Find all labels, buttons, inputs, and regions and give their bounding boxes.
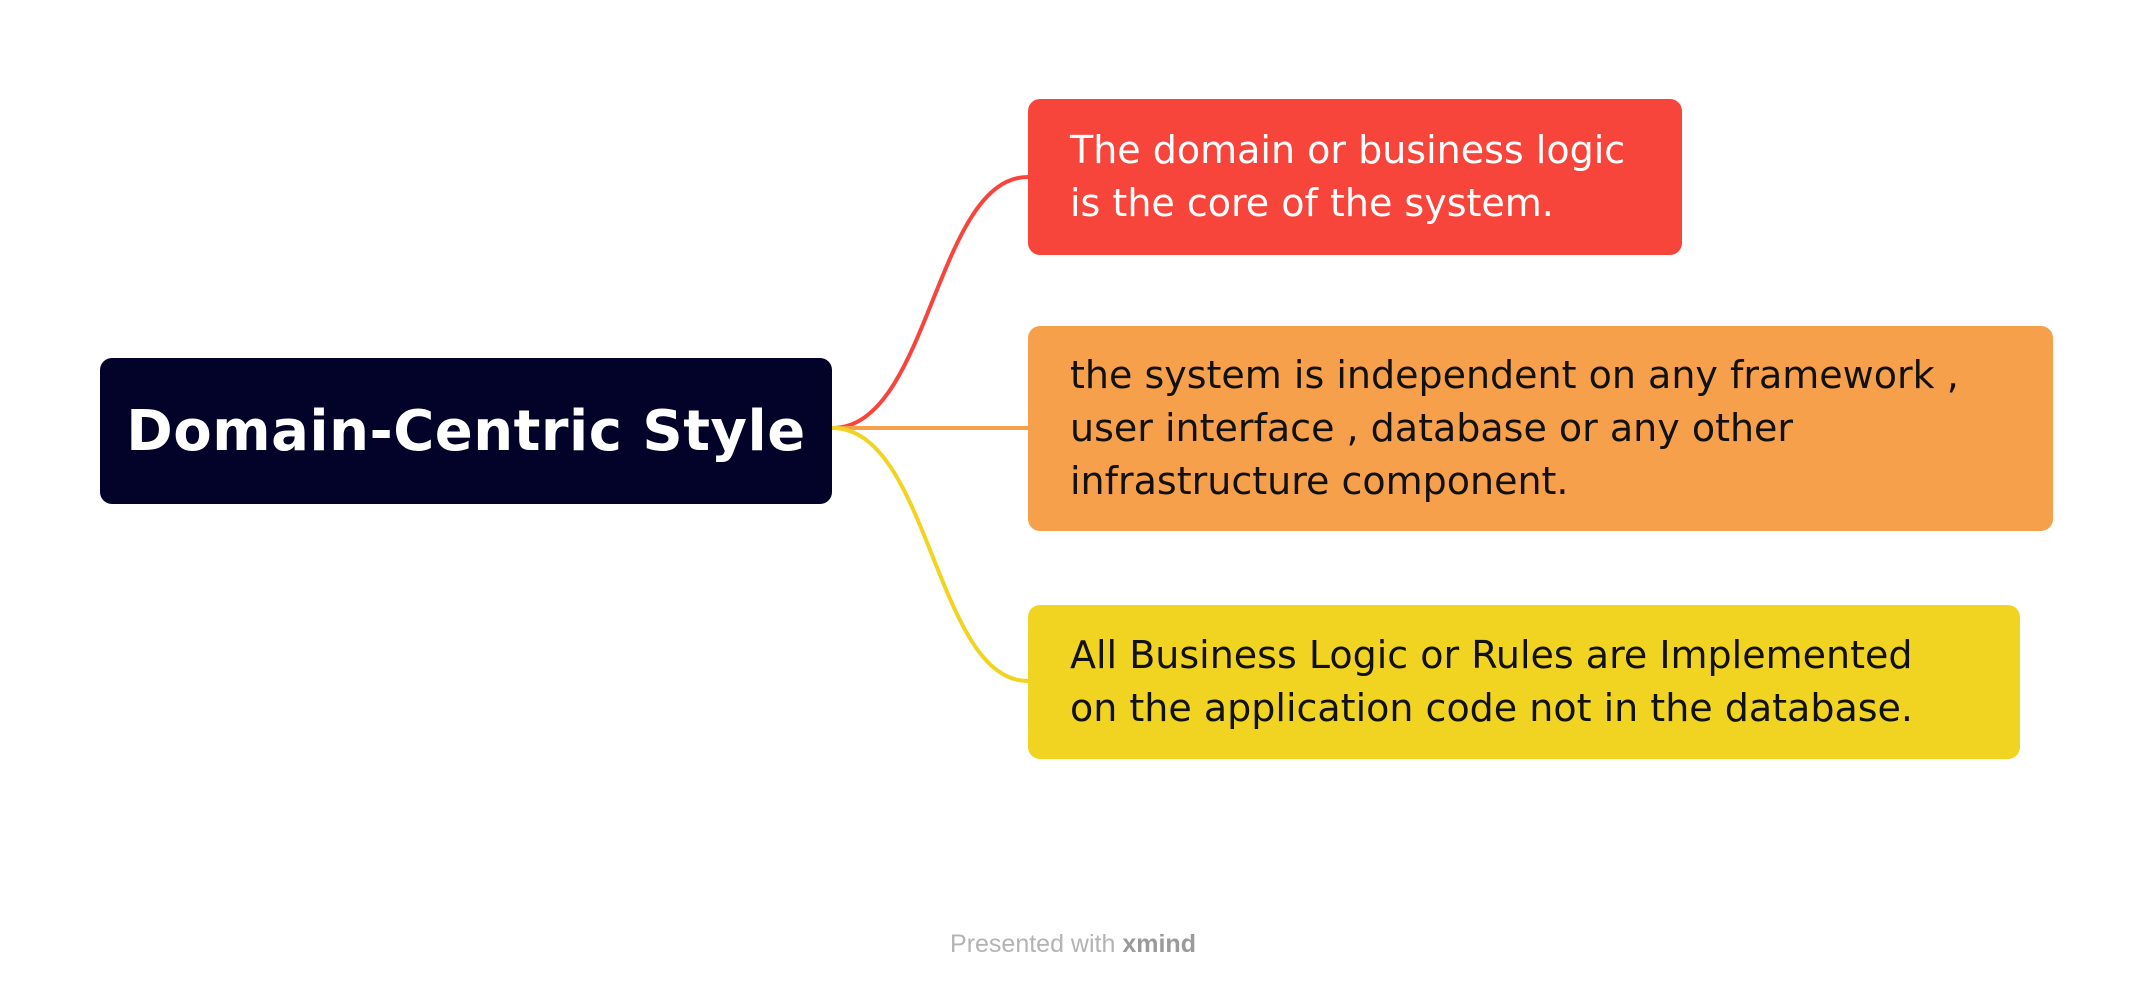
topic-node-business-rules[interactable]: All Business Logic or Rules are Implemen…	[1028, 605, 2020, 759]
presented-with-footer: Presented with xmind	[0, 930, 2146, 959]
footer-prefix: Presented with	[950, 930, 1116, 958]
topic-text-line: is the core of the system.	[1070, 181, 1554, 225]
topic-text-line: infrastructure component.	[1070, 459, 1569, 503]
topic-text-line: The domain or business logic	[1070, 128, 1626, 172]
topic-text: The domain or business logic is the core…	[1070, 124, 1625, 230]
connector-line-topic-1	[830, 175, 1030, 430]
central-topic-label: Domain-Centric Style	[126, 398, 806, 464]
topic-text-line: on the application code not in the datab…	[1070, 686, 1913, 730]
topic-text-line: All Business Logic or Rules are Implemen…	[1070, 633, 1913, 677]
topic-text: the system is independent on any framewo…	[1070, 349, 1959, 508]
topic-node-independence[interactable]: the system is independent on any framewo…	[1028, 326, 2053, 531]
topic-text-line: user interface , database or any other	[1070, 406, 1794, 450]
topic-text: All Business Logic or Rules are Implemen…	[1070, 629, 1913, 735]
central-topic[interactable]: Domain-Centric Style	[100, 358, 832, 504]
xmind-brand[interactable]: xmind	[1122, 930, 1196, 958]
topic-text-line: the system is independent on any framewo…	[1070, 353, 1959, 397]
topic-node-core-logic[interactable]: The domain or business logic is the core…	[1028, 99, 1682, 255]
connector-line-topic-3	[830, 426, 1030, 683]
